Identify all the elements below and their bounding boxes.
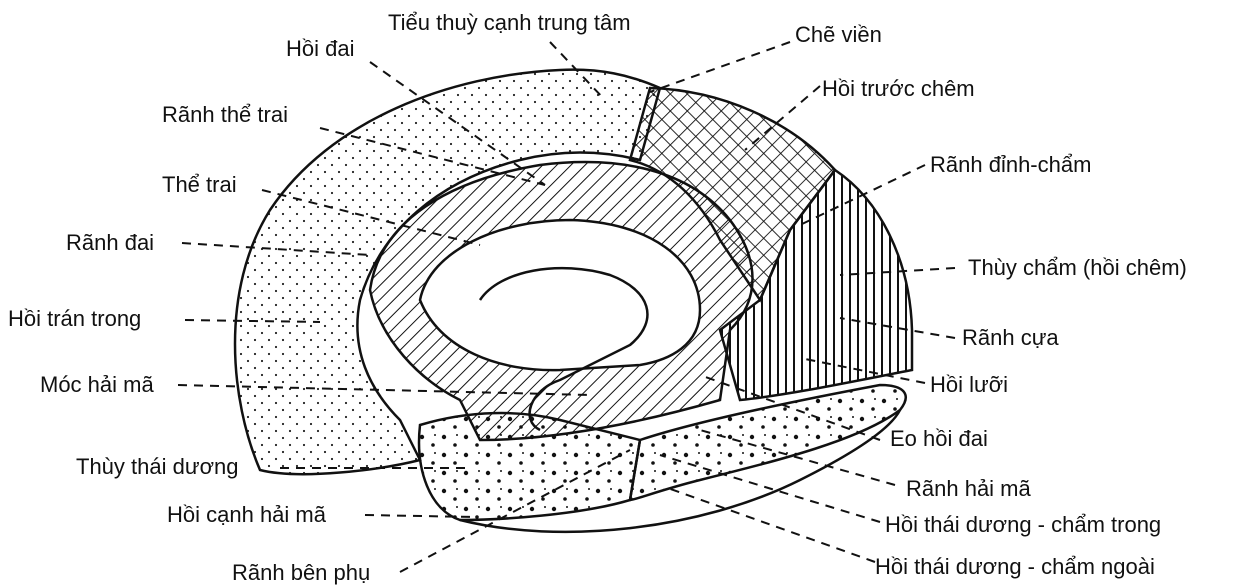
label-thuy-thai-duong: Thùy thái dương bbox=[76, 454, 238, 479]
label-hoi-thai-duong-cham-ngoai: Hồi thái dương - chẩm ngoài bbox=[875, 554, 1155, 579]
label-ranh-dai: Rãnh đai bbox=[66, 230, 154, 255]
label-ranh-ben-phu: Rãnh bên phụ bbox=[232, 560, 370, 585]
label-thuy-cham: Thùy chẩm (hồi chêm) bbox=[968, 255, 1187, 280]
label-ranh-cua: Rãnh cựa bbox=[962, 325, 1059, 350]
label-ranh-the-trai: Rãnh thể trai bbox=[162, 102, 288, 127]
label-hoi-canh-hai-ma: Hồi cạnh hải mã bbox=[167, 502, 327, 527]
label-hoi-dai: Hồi đai bbox=[286, 36, 354, 61]
label-tieu-thuy-canh-trung-tam: Tiểu thuỳ cạnh trung tâm bbox=[388, 10, 631, 35]
label-hoi-thai-duong-cham-trong: Hồi thái dương - chẩm trong bbox=[885, 512, 1161, 537]
label-the-trai: Thể trai bbox=[162, 172, 237, 197]
label-hoi-tran-trong: Hồi trán trong bbox=[8, 306, 141, 331]
label-hoi-truoc-chem: Hồi trước chêm bbox=[822, 76, 975, 101]
label-ranh-hai-ma: Rãnh hải mã bbox=[906, 476, 1032, 501]
label-che-vien: Chẽ viền bbox=[795, 22, 882, 47]
label-ranh-dinh-cham: Rãnh đỉnh-chẩm bbox=[930, 152, 1091, 177]
label-eo-hoi-dai: Eo hồi đai bbox=[890, 426, 988, 451]
label-hoi-luoi: Hồi lưỡi bbox=[930, 372, 1008, 397]
label-moc-hai-ma: Móc hải mã bbox=[40, 372, 154, 397]
